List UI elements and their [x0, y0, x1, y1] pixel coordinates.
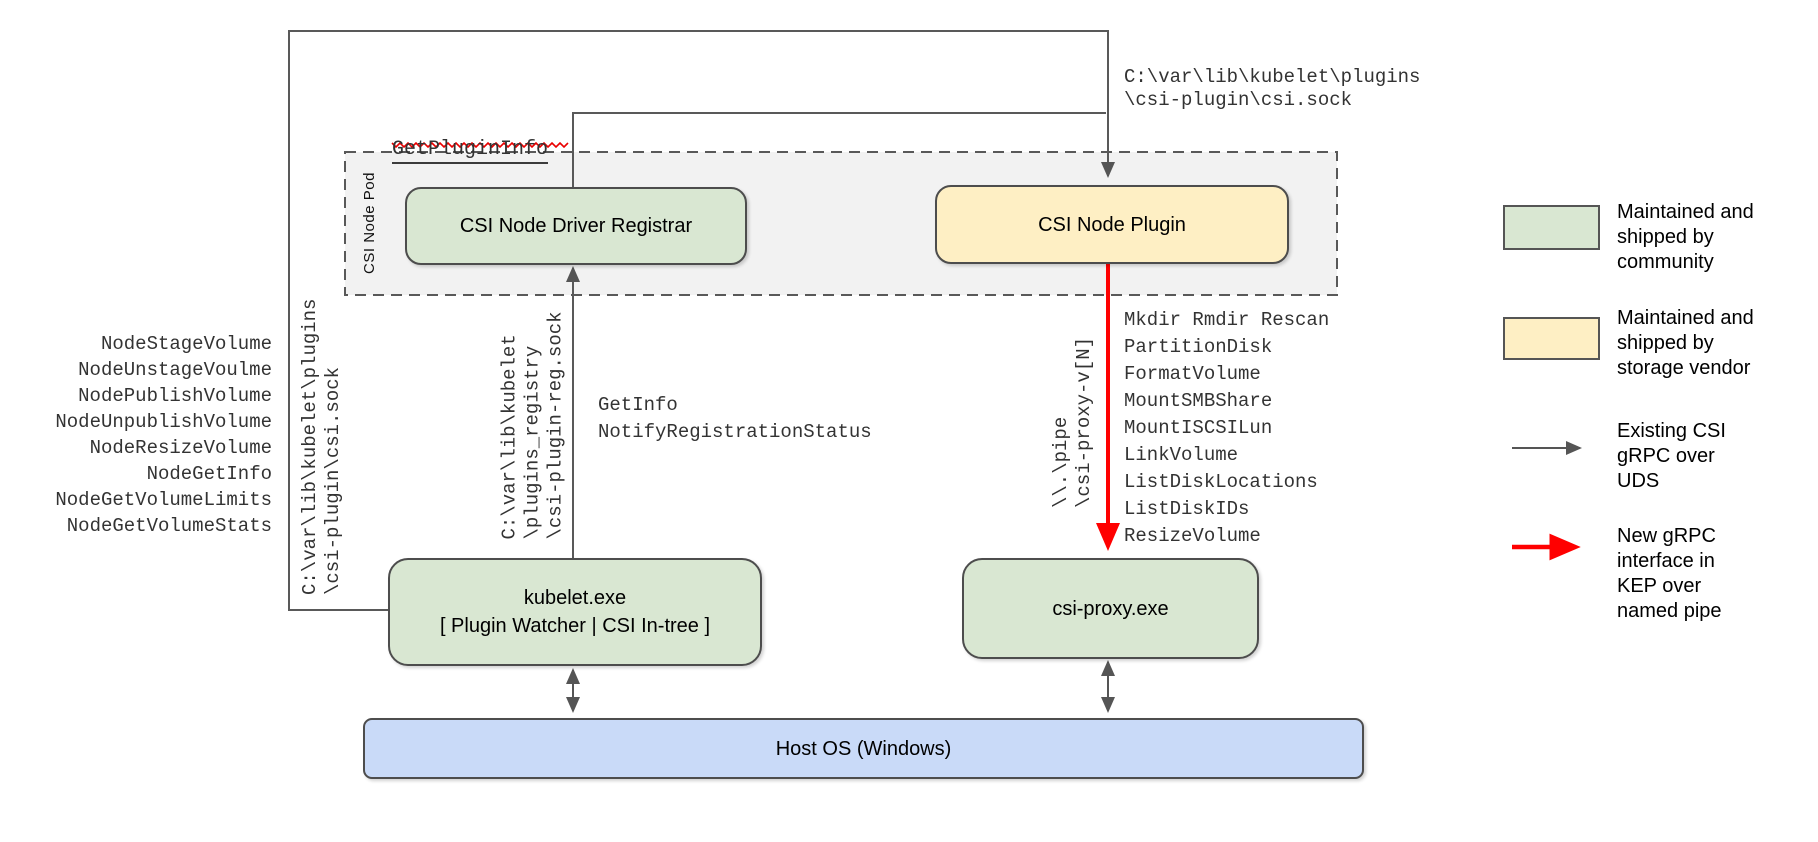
- legend-existing-grpc-label: Existing CSI gRPC over UDS: [1617, 420, 1726, 492]
- legend-new-grpc-label: New gRPC interface in KEP over named pip…: [1617, 525, 1722, 622]
- csi-node-pod-label: CSI Node Pod: [361, 172, 378, 274]
- kubelet-box: kubelet.exe [ Plugin Watcher | CSI In-tr…: [388, 558, 762, 666]
- csi-proxy-label: csi-proxy.exe: [1052, 597, 1169, 620]
- node-grpc-call: NodeGetVolumeStats: [66, 515, 272, 537]
- legend-community-swatch: [1503, 205, 1600, 250]
- csi-node-plugin-box: CSI Node Plugin: [935, 185, 1289, 264]
- kubelet-label-line1: kubelet.exe: [523, 587, 627, 609]
- registrar-calls-label: GetInfo NotifyRegistrationStatus: [598, 394, 872, 443]
- node-grpc-call: NodeGetVolumeLimits: [55, 489, 272, 511]
- csi-proxy-box: csi-proxy.exe: [962, 558, 1259, 659]
- plugin-label: CSI Node Plugin: [1038, 213, 1186, 236]
- csi-sock-path-top: C:\var\lib\kubelet\plugins \csi-plugin\c…: [1124, 66, 1421, 111]
- spellcheck-squiggle: [391, 141, 569, 149]
- proxy-grpc-call: Mkdir Rmdir Rescan: [1124, 309, 1330, 331]
- registrar-label: CSI Node Driver Registrar: [459, 215, 693, 237]
- proxy-grpc-call: ResizeVolume: [1124, 525, 1261, 547]
- proxy-grpc-call: ListDiskLocations: [1124, 471, 1318, 493]
- named-pipe-path: \\.\pipe \csi-proxy-v[N]: [1050, 336, 1095, 508]
- proxy-grpc-call: FormatVolume: [1124, 363, 1261, 385]
- proxy-grpc-call: MountISCSILun: [1124, 417, 1273, 439]
- proxy-grpc-call: LinkVolume: [1124, 444, 1239, 466]
- proxy-grpc-call: MountSMBShare: [1124, 390, 1273, 412]
- registrar-getplugininfo-wire: [572, 112, 1106, 188]
- kubelet-label-line2: [ Plugin Watcher | CSI In-tree ]: [439, 615, 711, 637]
- proxy-grpc-call: PartitionDisk: [1124, 336, 1273, 358]
- registration-sock-path: C:\var\lib\kubelet \plugins_registry \cs…: [498, 311, 567, 540]
- kubelet-to-plugin-uds-wire: [288, 30, 1115, 611]
- csi-sock-path-left: C:\var\lib\kubelet\plugins \csi-plugin\c…: [299, 298, 344, 595]
- legend-vendor-swatch: [1503, 317, 1600, 360]
- host-os-label: Host OS (Windows): [775, 737, 952, 760]
- host-os-box: Host OS (Windows): [363, 718, 1364, 779]
- node-grpc-call: NodeStageVolume: [100, 333, 272, 355]
- node-grpc-call: NodeUnstageVoulme: [78, 359, 272, 381]
- node-grpc-call: NodePublishVolume: [78, 385, 272, 407]
- csi-node-driver-registrar-box: CSI Node Driver Registrar: [405, 187, 747, 265]
- legend-vendor-label: Maintained and shipped by storage vendor: [1617, 307, 1754, 379]
- node-grpc-call: NodeUnpublishVolume: [55, 411, 272, 433]
- node-grpc-call: NodeGetInfo: [146, 463, 272, 485]
- proxy-grpc-call: ListDiskIDs: [1124, 498, 1250, 520]
- csi-node-pod-dashed-border: [344, 151, 1338, 296]
- legend-community-label: Maintained and shipped by community: [1617, 201, 1754, 273]
- getplugininfo-label: GetPluginInfo: [392, 114, 549, 164]
- node-grpc-call: NodeResizeVolume: [89, 437, 272, 459]
